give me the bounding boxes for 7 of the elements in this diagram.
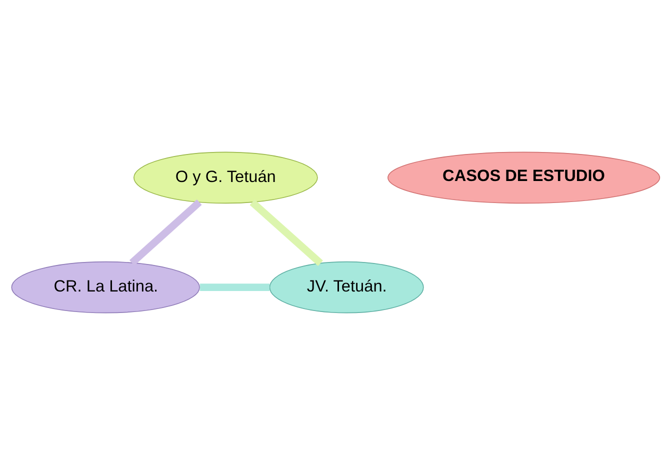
connector: [129, 198, 202, 266]
node-ellipse: CASOS DE ESTUDIO: [388, 151, 660, 204]
connector: [250, 198, 323, 266]
node-ellipse: O y G. Tetuán: [133, 151, 318, 204]
node-ellipse: JV. Tetuán.: [269, 260, 424, 313]
connector: [200, 283, 270, 290]
node-ellipse: CR. La Latina.: [11, 260, 200, 313]
